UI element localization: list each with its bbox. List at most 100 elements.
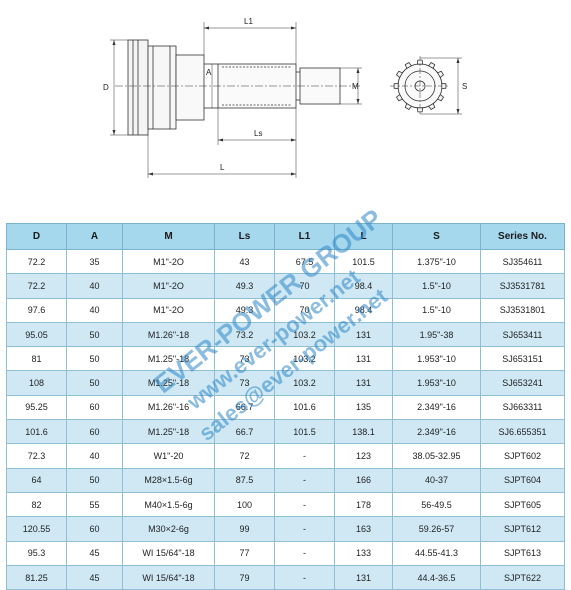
- table-cell: 55: [66, 491, 123, 518]
- column-header: L1: [274, 223, 335, 250]
- table-cell: 95.25: [6, 394, 67, 421]
- dim-label-d: D: [103, 83, 109, 92]
- table-cell: SJ653241: [480, 370, 565, 396]
- table-cell: 70: [274, 273, 335, 299]
- table-cell: M1"-2O: [122, 248, 215, 275]
- table-cell: 82: [6, 491, 67, 518]
- table-cell: 44.55-41.3: [392, 540, 481, 566]
- table-cell: 50: [66, 467, 123, 493]
- spline-tooth: [404, 61, 412, 69]
- table-cell: 101.5: [334, 248, 393, 275]
- table-cell: SJPT622: [480, 564, 565, 590]
- table-cell: SJPT612: [480, 516, 565, 542]
- flange-step: [147, 45, 177, 130]
- technical-drawing: L1 D A M Ls L S: [103, 17, 467, 178]
- table-cell: 1.953"-10: [392, 370, 481, 396]
- table-cell: 2.349"-16: [392, 419, 481, 445]
- table-cell: SJPT613: [480, 540, 565, 566]
- dim-label-l1: L1: [244, 17, 253, 26]
- table-cell: 1.953"-10: [392, 346, 481, 372]
- table-cell: M1.26"-18: [122, 321, 215, 348]
- table-cell: M30×2-6g: [122, 516, 215, 542]
- table-cell: 60: [66, 394, 123, 421]
- table-cell: 77: [214, 540, 275, 566]
- table-cell: 45: [66, 564, 123, 590]
- spline-tooth: [416, 107, 424, 113]
- table-cell: M1.25"-18: [122, 370, 215, 396]
- dim-label-s: S: [462, 82, 467, 91]
- table-cell: 97.6: [6, 297, 67, 323]
- table-cell: -: [274, 564, 335, 590]
- table-cell: 81: [6, 346, 67, 372]
- table-cell: 101.6: [6, 419, 67, 445]
- spline-tooth: [428, 61, 436, 69]
- table-cell: 131: [334, 370, 393, 396]
- table-cell: -: [274, 540, 335, 566]
- table-cell: 101.5: [274, 419, 335, 445]
- table-cell: 72.3: [6, 443, 67, 469]
- table-cell: M1.25"-18: [122, 419, 215, 445]
- table-cell: 95.3: [6, 540, 67, 566]
- table-cell: M1"-2O: [122, 273, 215, 299]
- table-cell: -: [274, 491, 335, 518]
- table-cell: SJPT604: [480, 467, 565, 493]
- table-cell: 40-37: [392, 467, 481, 493]
- table-cell: 40: [66, 443, 123, 469]
- spline-tooth: [395, 94, 403, 102]
- table-cell: M1.26"-16: [122, 394, 215, 421]
- table-cell: 100: [214, 491, 275, 518]
- dim-label-m: M: [352, 82, 359, 91]
- table-cell: 135: [334, 394, 393, 421]
- table-cell: 99: [214, 516, 275, 542]
- table-cell: 43: [214, 248, 275, 275]
- hub: [175, 54, 205, 121]
- table-cell: -: [274, 467, 335, 493]
- table-cell: 108: [6, 370, 67, 396]
- table-cell: 44.4-36.5: [392, 564, 481, 590]
- table-cell: 163: [334, 516, 393, 542]
- table-cell: 131: [334, 321, 393, 348]
- table-cell: -: [274, 443, 335, 469]
- table-cell: 2.349"-16: [392, 394, 481, 421]
- table-cell: 166: [334, 467, 393, 493]
- table-cell: 50: [66, 321, 123, 348]
- table-cell: 1.375"-10: [392, 248, 481, 275]
- table-cell: 64: [6, 467, 67, 493]
- table-cell: 1.5"-10: [392, 273, 481, 299]
- table-cell: SJ653411: [480, 321, 565, 348]
- table-cell: 98.4: [334, 273, 393, 299]
- table-cell: WI 15/64"-18: [122, 564, 215, 590]
- spline-tooth: [395, 70, 403, 78]
- table-cell: 49.3: [214, 273, 275, 299]
- table-cell: SJ663311: [480, 394, 565, 421]
- table-cell: SJ354611: [480, 248, 565, 275]
- table-cell: 49.3: [214, 297, 275, 323]
- dim-label-ls: Ls: [254, 129, 262, 138]
- table-cell: 66.7: [214, 394, 275, 421]
- table-cell: 131: [334, 346, 393, 372]
- table-cell: 1.5"-10: [392, 297, 481, 323]
- table-cell: 103.2: [274, 321, 335, 348]
- table-cell: 103.2: [274, 370, 335, 396]
- table-cell: 101.6: [274, 394, 335, 421]
- table-cell: 103.2: [274, 346, 335, 372]
- table-cell: 70: [274, 297, 335, 323]
- table-cell: 95.05: [6, 321, 67, 348]
- table-cell: 79: [214, 564, 275, 590]
- column-header: D: [6, 223, 67, 250]
- spline-tooth: [416, 59, 424, 65]
- table-cell: 138.1: [334, 419, 393, 445]
- table-cell: SJ3531781: [480, 273, 565, 299]
- column-header: M: [122, 223, 215, 250]
- column-header: L: [334, 223, 393, 250]
- table-cell: 133: [334, 540, 393, 566]
- column-header: Ls: [214, 223, 275, 250]
